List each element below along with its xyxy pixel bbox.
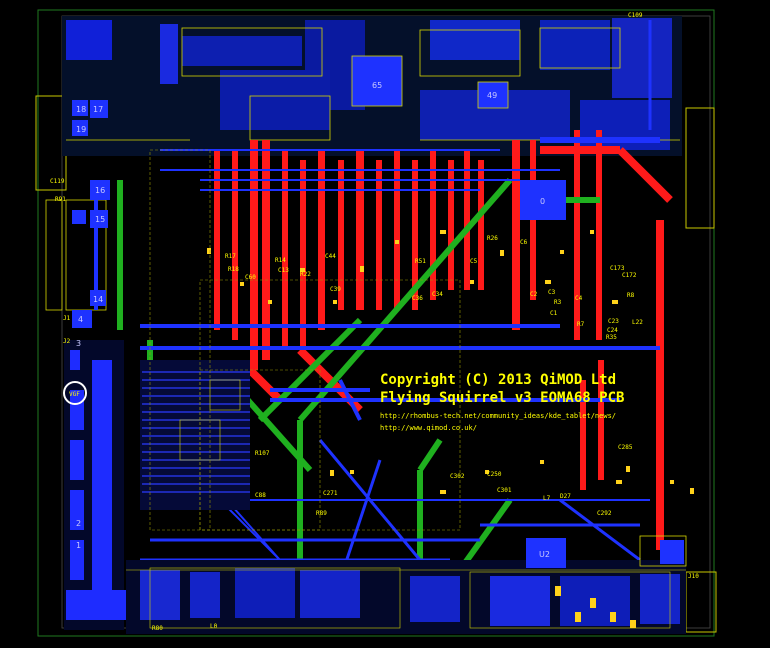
smd-pads: [207, 230, 694, 494]
refdes-label: C173: [610, 265, 625, 272]
refdes-label: R8: [627, 292, 635, 299]
refdes-label: C36: [412, 295, 423, 302]
left-connector-column: VGF: [63, 340, 126, 630]
refdes-label: C44: [325, 253, 336, 260]
refdes-label: C4: [575, 295, 583, 302]
svg-text:3: 3: [76, 339, 81, 348]
connector-outline: [35, 95, 67, 191]
refdes-label: R107: [255, 450, 270, 457]
chip-u2-label: U2: [539, 550, 550, 559]
refdes-label: C60: [245, 274, 256, 281]
refdes-label: C119: [50, 178, 65, 185]
chip-u0: 0: [520, 180, 566, 220]
refdes-label: R18: [228, 266, 239, 273]
refdes-label: C5: [470, 258, 478, 265]
refdes-label: R80: [152, 625, 163, 632]
keepout-outlines: [149, 149, 461, 531]
overlay-traces: [270, 379, 370, 421]
svg-text:49: 49: [487, 91, 497, 100]
refdes-layer: C119R91J1J2R17R18C60R14C13R22C44C39C36C3…: [50, 12, 699, 632]
refdes-label: J1: [63, 315, 71, 322]
refdes-label: L0: [210, 623, 218, 630]
refdes-label: C271: [323, 490, 338, 497]
refdes-label: R3: [554, 299, 562, 306]
chip-u2: [526, 538, 566, 568]
refdes-label: C39: [330, 286, 341, 293]
svg-text:17: 17: [93, 105, 103, 114]
refdes-label: C250: [487, 471, 502, 478]
connector-outline: [685, 571, 717, 633]
board-outline: [37, 9, 715, 637]
refdes-label: C172: [622, 272, 637, 279]
connector-outline: [685, 107, 715, 229]
svg-text:16: 16: [95, 186, 105, 195]
refdes-label: C301: [497, 487, 512, 494]
copyright-line-1: Copyright (C) 2013 QiMOD Ltd: [380, 372, 616, 388]
svg-text:15: 15: [95, 215, 105, 224]
green-copper-traces: [117, 178, 600, 600]
refdes-label: R89: [316, 510, 327, 517]
refdes-label: C88: [255, 492, 266, 499]
refdes-label: R91: [55, 196, 66, 203]
refdes-label: C302: [450, 473, 465, 480]
refdes-label: C3: [548, 289, 556, 296]
refdes-label: R26: [487, 235, 498, 242]
left-pads: 17 18 19 16 15 14 4 3 2 1: [72, 100, 110, 550]
svg-text:65: 65: [372, 81, 382, 90]
refdes-label: C285: [618, 444, 633, 451]
svg-text:VGF: VGF: [69, 391, 80, 398]
copyright-block: Copyright (C) 2013 QiMOD Ltd Flying Squi…: [380, 372, 624, 432]
refdes-label: R22: [300, 271, 311, 278]
refdes-label: R14: [275, 257, 286, 264]
svg-text:18: 18: [76, 105, 86, 114]
refdes-label: J2: [63, 338, 71, 345]
refdes-label: R7: [577, 321, 585, 328]
refdes-label: C109: [628, 12, 643, 19]
bottom-component-row: [126, 535, 687, 634]
project-url-1: http://rhombus-tech.net/community_ideas/…: [380, 412, 616, 420]
refdes-label: R35: [606, 334, 617, 341]
chip-u49: 49: [477, 81, 509, 109]
fiducial-marker: [63, 381, 87, 405]
refdes-label: C13: [278, 267, 289, 274]
refdes-label: D27: [560, 493, 571, 500]
svg-text:1: 1: [76, 541, 81, 550]
refdes-label: L7: [543, 495, 551, 502]
refdes-label: C34: [432, 291, 443, 298]
svg-text:14: 14: [93, 295, 103, 304]
refdes-label: C6: [520, 239, 528, 246]
refdes-label: R51: [415, 258, 426, 265]
svg-text:4: 4: [78, 315, 83, 324]
copyright-line-2: Flying Squirrel v3 EOMA68 PCB: [380, 390, 624, 406]
fanout-region: [140, 360, 250, 510]
refdes-label: C24: [607, 327, 618, 334]
svg-text:19: 19: [76, 125, 86, 134]
refdes-label: C292: [597, 510, 612, 517]
project-url-2: http://www.qimod.co.uk/: [380, 424, 477, 432]
refdes-label: C2: [530, 291, 538, 298]
svg-text:2: 2: [76, 519, 81, 528]
refdes-label: L22: [632, 319, 643, 326]
refdes-label: C23: [608, 318, 619, 325]
chip-u65: 65: [351, 55, 403, 107]
refdes-label: R17: [225, 253, 236, 260]
red-copper-traces: [214, 130, 664, 550]
refdes-label: J10: [688, 573, 699, 580]
refdes-label: C1: [550, 310, 558, 317]
svg-text:0: 0: [540, 197, 545, 206]
